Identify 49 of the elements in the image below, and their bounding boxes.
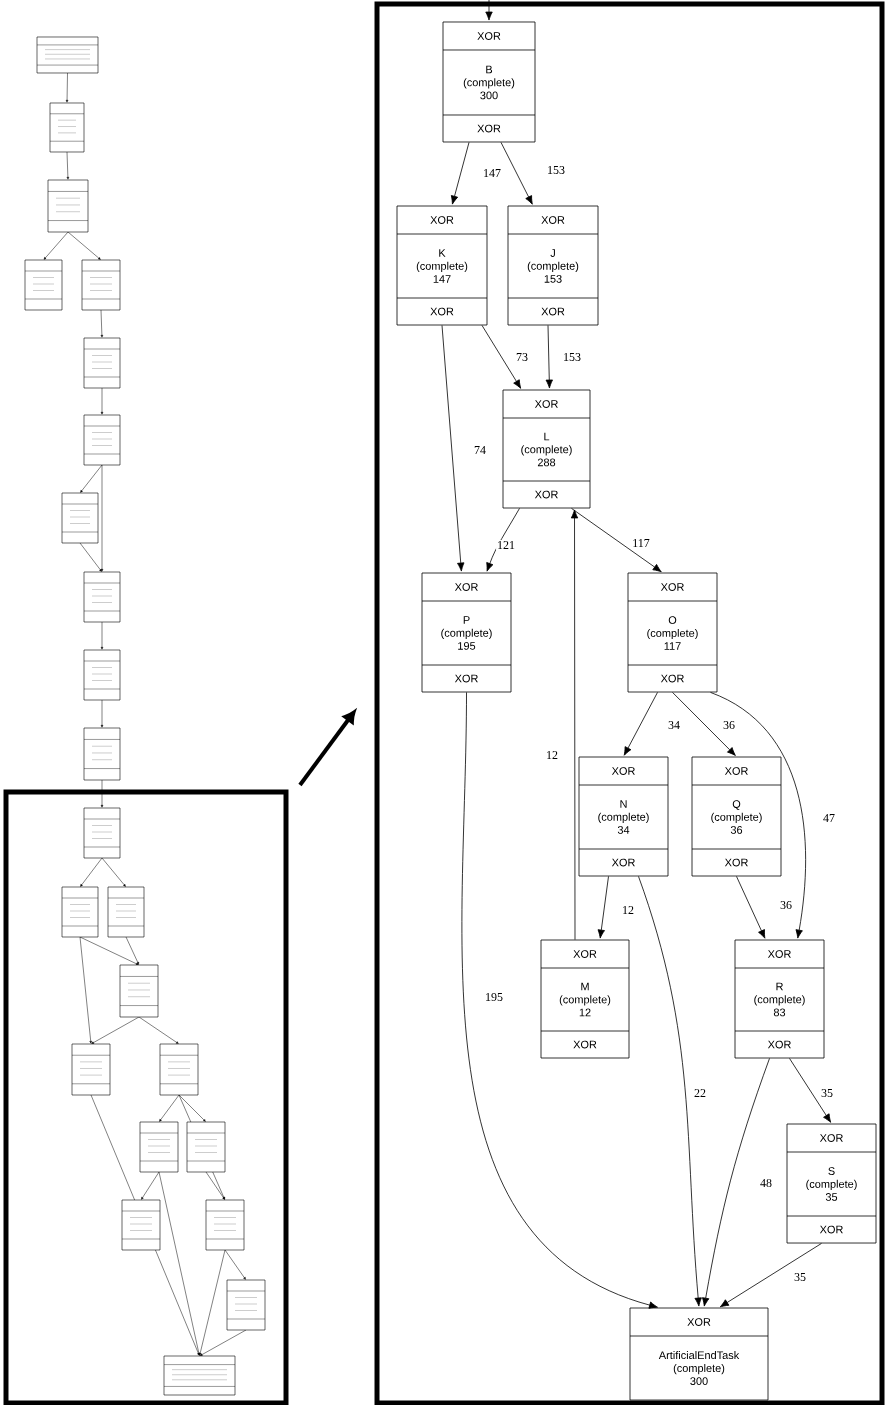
arrow [450,142,470,205]
edge-label: 48 [759,1178,773,1189]
activity-box: XOR O (complete) 117 XOR [627,572,718,693]
edge-label: 12 [545,750,559,760]
edge-label: 153 [562,352,582,362]
arrow [789,1058,832,1123]
activity-box: XOR J (complete) 153 XOR [507,205,599,326]
edge-label: 22 [693,1088,707,1098]
activity-box: XOR B (complete) 300 XOR [442,21,536,143]
arrow [570,509,579,940]
edge-label: 147 [482,168,502,178]
edge-label: 47 [822,813,836,823]
arrow [597,876,609,939]
arrow [545,325,553,389]
edge-label: 73 [515,352,529,362]
activity-box: XOR L (complete) 288 XOR [502,389,591,509]
arrow [571,508,662,573]
arrow [672,692,736,756]
arrow [486,508,520,572]
arrow [638,876,702,1307]
arrow [461,692,658,1309]
edge-label: 36 [722,720,736,730]
activity-box: XOR K (complete) 147 XOR [396,205,488,326]
activity-box: XOR Q (complete) 36 XOR [691,756,782,877]
edge-label: 35 [793,1272,807,1283]
arrow [500,142,533,205]
arrow [481,325,522,389]
activity-box: XOR S (complete) 35 XOR [786,1123,877,1244]
activity-box: XOR ArtificialEndTask (complete) 300 [629,1307,769,1401]
arrow [623,692,658,756]
edge-label: 36 [779,900,793,910]
activity-box: XOR R (complete) 83 XOR [734,939,825,1059]
arrow [485,0,493,21]
edge-label: 34 [667,720,681,730]
edge-label: 195 [484,992,504,1003]
arrow [736,876,766,939]
activity-box: XOR M (complete) 12 XOR [540,939,630,1059]
arrow [710,692,807,939]
edge-label: 121 [496,540,516,550]
arrow [719,1243,822,1308]
edge-label: 74 [473,445,487,455]
edge-label: 117 [631,538,651,548]
arrow [441,325,465,572]
edge-label: 153 [546,165,566,175]
arrow [702,1058,770,1307]
edge-label: 12 [621,905,635,915]
activity-box: XOR N (complete) 34 XOR [578,756,669,877]
activity-box: XOR P (complete) 195 XOR [421,572,512,693]
edge-label: 35 [820,1088,834,1099]
